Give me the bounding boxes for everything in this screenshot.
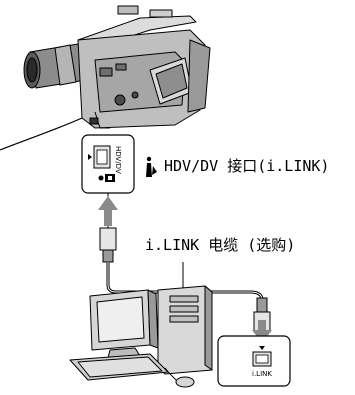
camcorder-icon [0,5,211,151]
port-label: HDV/DV 接口(i.LINK) [164,157,330,175]
cable-plug-top [99,227,117,263]
arrow-icon [98,196,118,226]
camera-port-vertical-label: HDV/DV [114,146,122,174]
cable-label: i.LINK 电缆 (选购) [145,236,296,254]
arrow-icon [252,320,272,343]
pc-port-label: i.LINK [252,370,272,378]
pc-port-callout [217,335,291,387]
computer-icon [69,285,213,388]
camera-port-callout [81,134,135,236]
i-link-symbol-icon [146,156,157,177]
